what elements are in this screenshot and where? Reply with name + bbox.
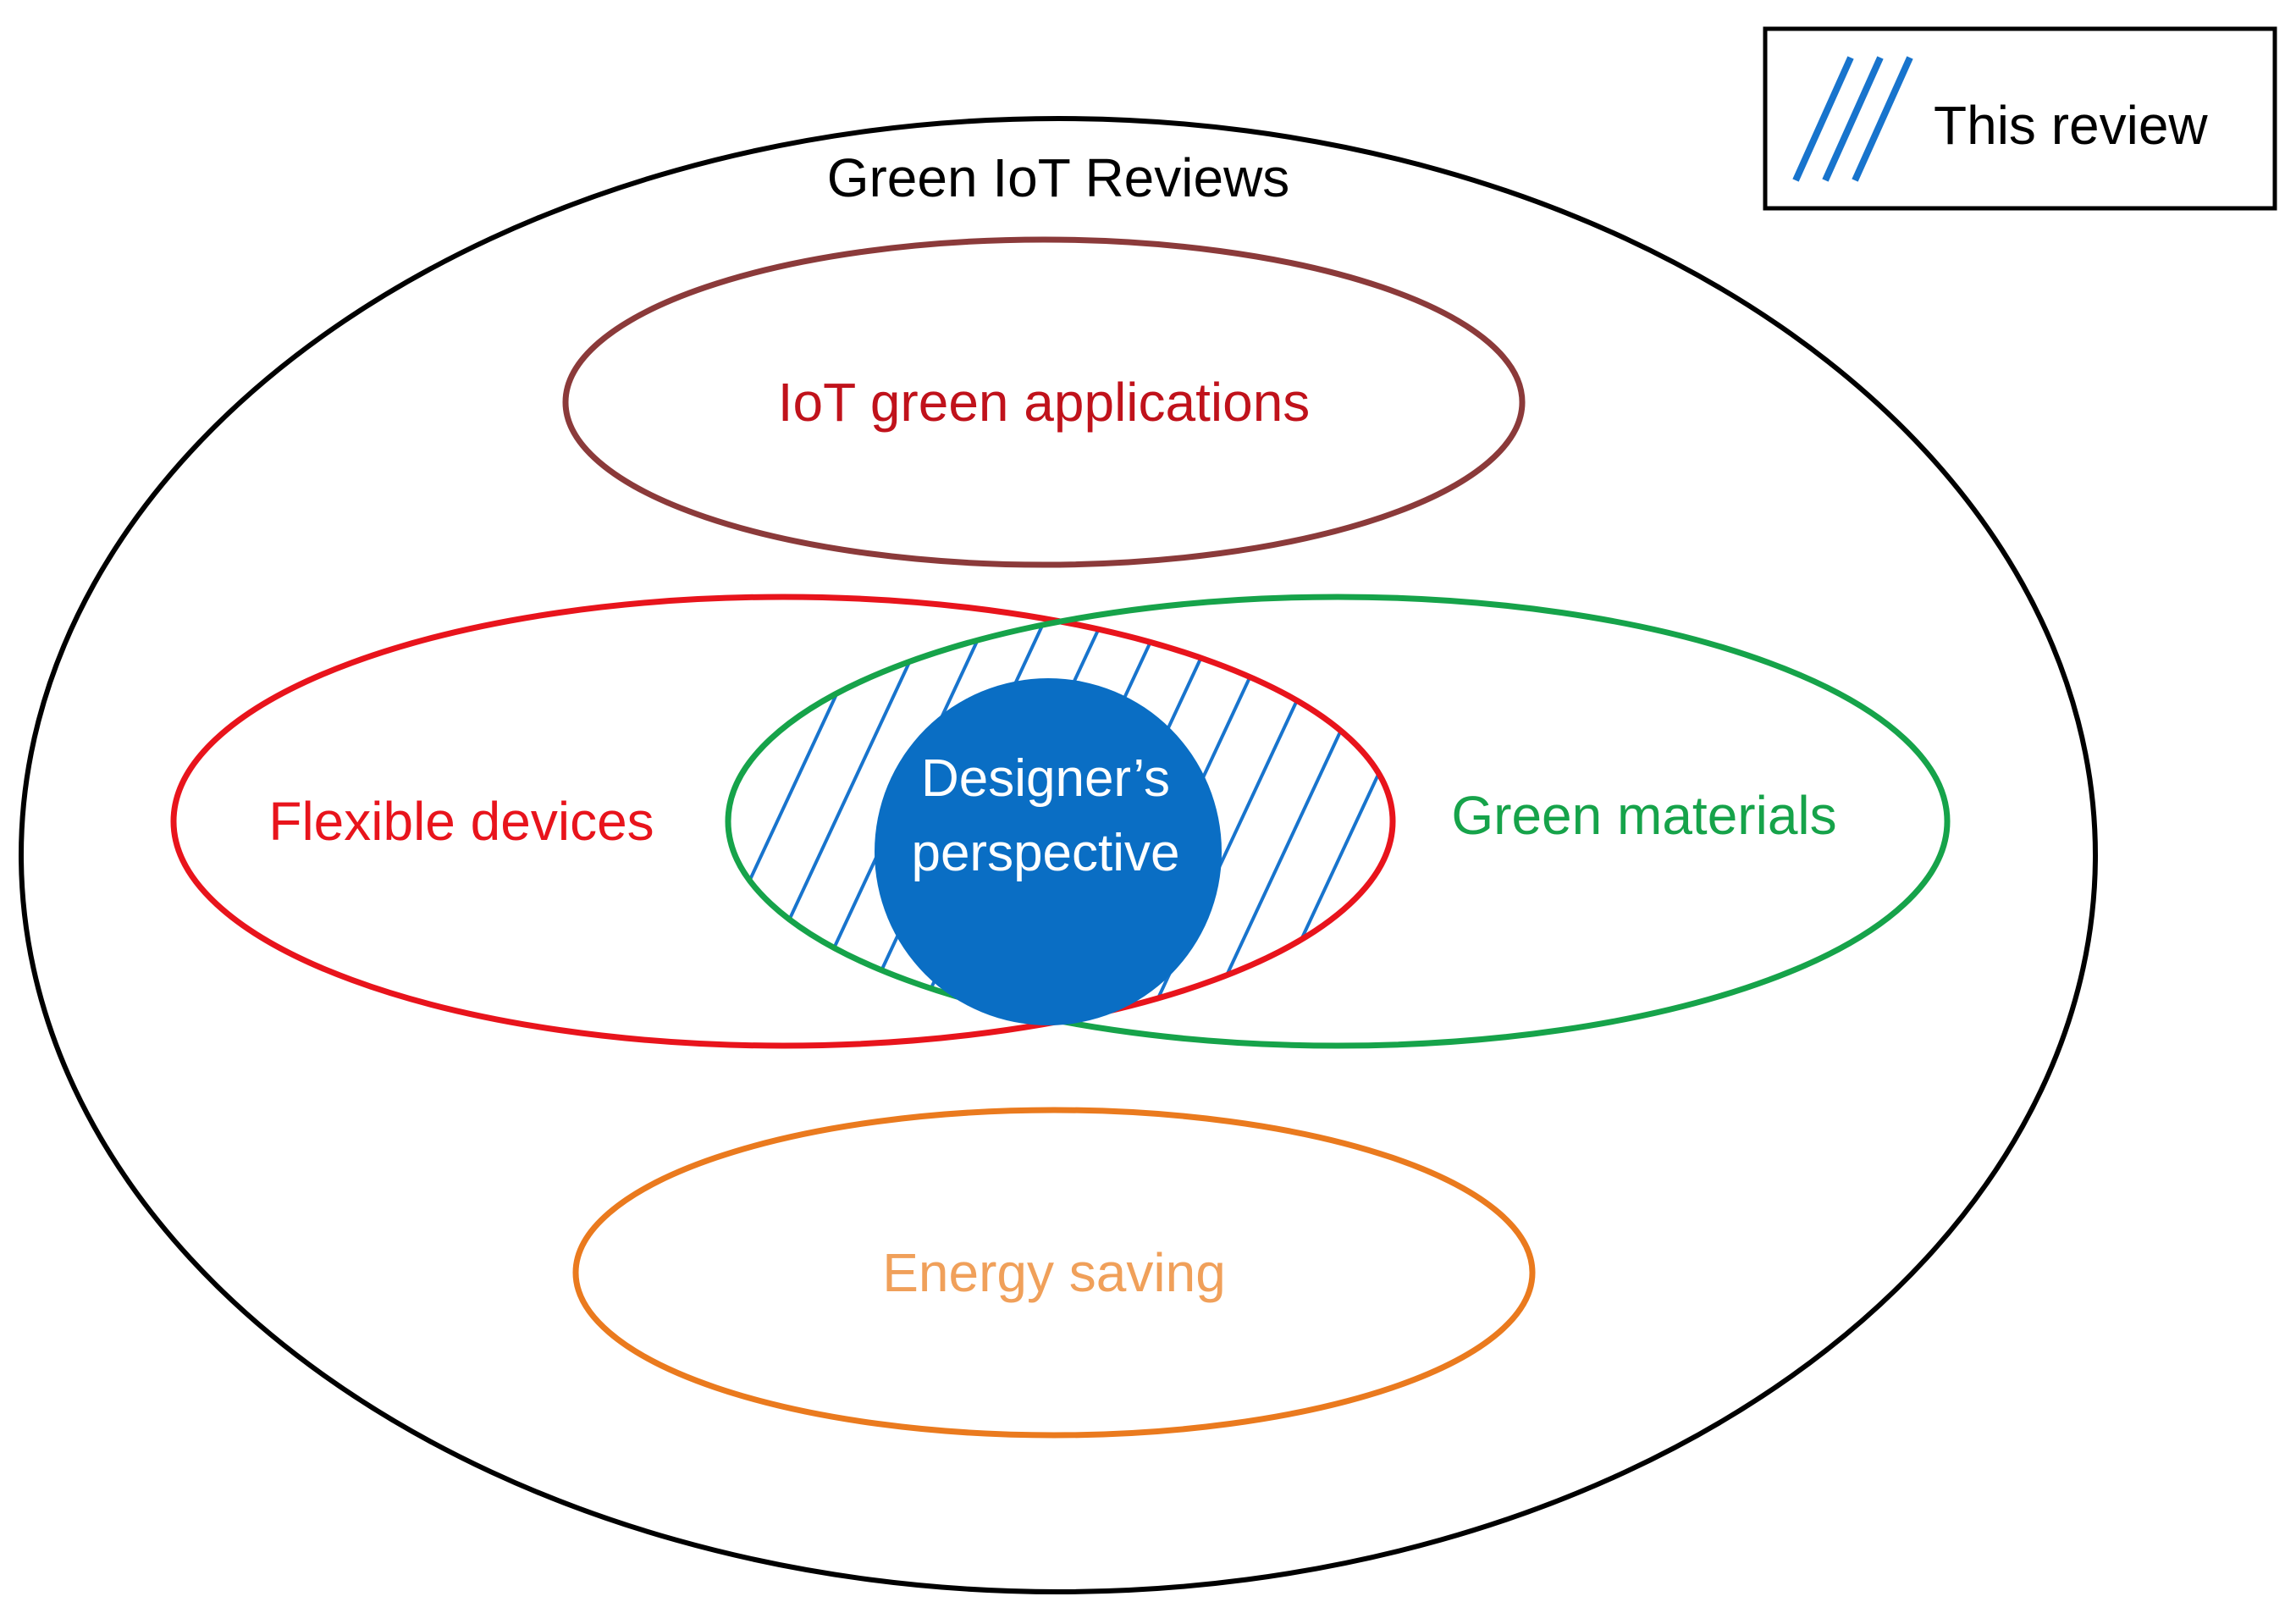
legend-label: This review <box>1934 95 2208 156</box>
designers-perspective-label-line2: perspective <box>911 824 1179 882</box>
applications-label: IoT green applications <box>778 372 1311 433</box>
hatch-swatch-icon <box>1792 56 1913 182</box>
outer-green-iot-ellipse <box>19 116 2098 1594</box>
green-materials-ellipse <box>725 594 1951 1049</box>
legend: This review <box>1763 26 2277 211</box>
designers-perspective-circle <box>875 678 1222 1025</box>
green-materials-label: Green materials <box>1451 785 1836 846</box>
energy-saving-label: Energy saving <box>882 1242 1226 1303</box>
applications-ellipse <box>562 236 1526 568</box>
flexible-devices-ellipse <box>170 594 1396 1049</box>
flexible-devices-label: Flexible devices <box>268 791 654 852</box>
energy-saving-ellipse <box>572 1107 1536 1439</box>
outer-title: Green IoT Reviews <box>827 147 1290 208</box>
designers-perspective-label-line1: Designer’s <box>921 749 1170 808</box>
